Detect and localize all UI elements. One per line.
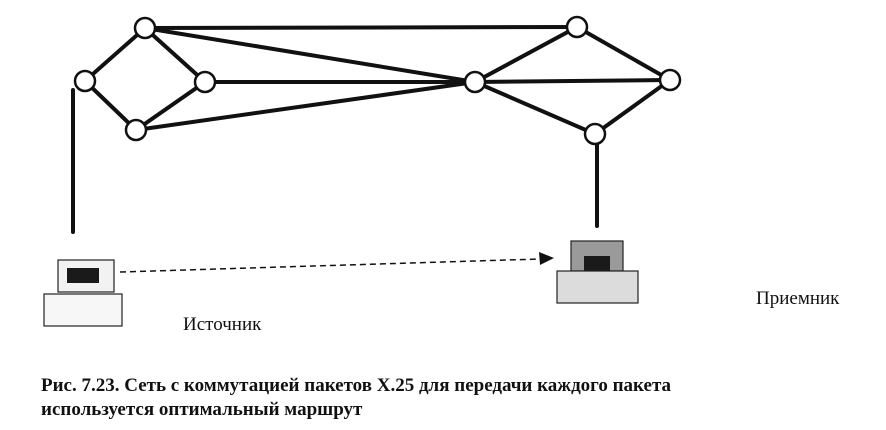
- switch-node: [583, 122, 607, 146]
- switch-node: [73, 69, 97, 93]
- link: [143, 26, 477, 84]
- link: [134, 80, 207, 132]
- switch-node: [463, 70, 487, 94]
- link: [143, 26, 207, 84]
- link: [473, 78, 672, 84]
- network-links: [71, 25, 672, 234]
- link: [134, 80, 477, 132]
- source-label: Источник: [183, 314, 262, 335]
- computer-icon: [556, 240, 639, 304]
- switch-node: [658, 68, 682, 92]
- packet-route-arrow: [119, 252, 554, 273]
- link: [575, 25, 672, 82]
- link: [593, 78, 672, 136]
- link: [473, 80, 597, 136]
- network-nodes: [73, 15, 682, 146]
- computer-screen: [67, 268, 99, 283]
- link: [143, 25, 579, 30]
- figure-caption: Рис. 7.23. Сеть с коммутацией пакетов X.…: [41, 374, 881, 422]
- switch-node: [124, 118, 148, 142]
- computer-icon: [43, 259, 123, 327]
- computer-screen: [584, 256, 610, 271]
- switch-node: [133, 16, 157, 40]
- link: [83, 79, 138, 132]
- switch-node: [565, 15, 589, 39]
- caption-line-2: используется оптимальный маршрут: [41, 399, 363, 420]
- computer-base: [43, 293, 123, 327]
- computer-base: [556, 270, 639, 304]
- receiver-label: Приемник: [756, 288, 840, 309]
- link: [83, 26, 147, 83]
- network-diagram: [43, 15, 682, 327]
- link: [473, 25, 579, 84]
- caption-line-1: Рис. 7.23. Сеть с коммутацией пакетов X.…: [41, 375, 672, 396]
- switch-node: [193, 70, 217, 94]
